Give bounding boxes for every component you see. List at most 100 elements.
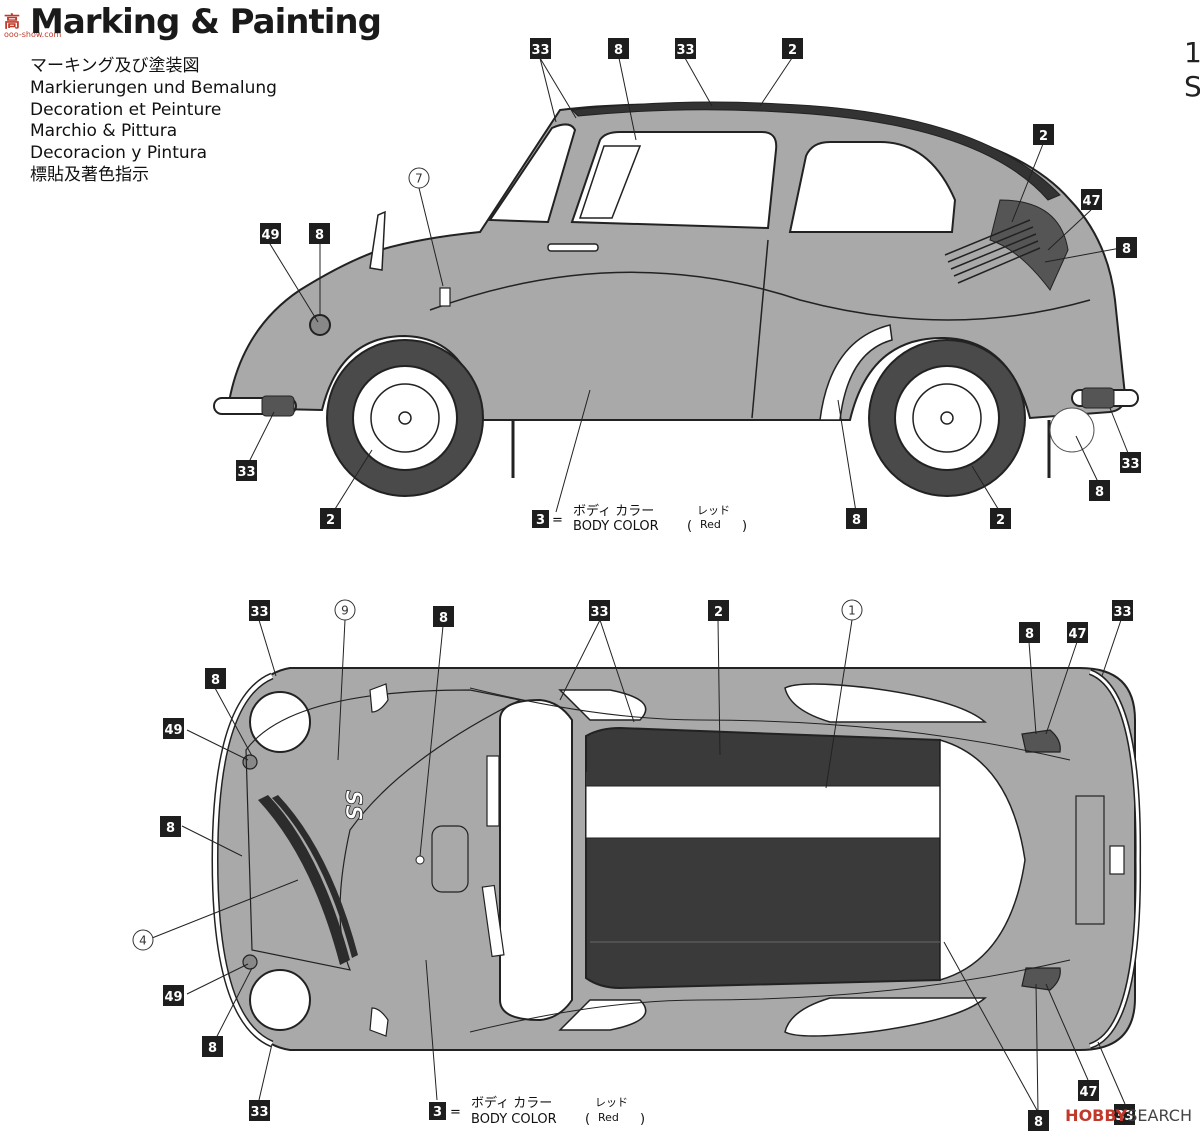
side-front-wheel (326, 339, 484, 497)
svg-text:8: 8 (614, 43, 623, 58)
corner-text-1: 1 (1184, 36, 1200, 69)
callout-top-8-c: 8 (205, 668, 226, 689)
svg-text:8: 8 (1025, 627, 1034, 642)
callout-side-8-a: 8 (608, 38, 629, 59)
top-side-window-front-left (558, 689, 647, 721)
svg-text:2: 2 (1039, 129, 1048, 144)
callout-top-4: 4 (132, 929, 154, 951)
callout-top-8-b: 8 (1019, 622, 1040, 643)
callout-side-47: 47 (1081, 189, 1102, 210)
side-body-color-swatch (532, 510, 549, 528)
top-trim-line-right (469, 959, 1071, 1033)
top-wiper-right (481, 884, 505, 958)
side-door-seam (751, 239, 769, 419)
side-rear-fender-trim (819, 324, 893, 421)
language-jp: マーキング及び塗装図 (30, 56, 200, 76)
site-logo-mark: 高 (4, 12, 23, 31)
language-de: Markierungen und Bemalung (30, 77, 277, 98)
svg-text:2: 2 (996, 513, 1005, 528)
callout-top-33-c: 33 (1112, 600, 1133, 621)
side-front-bumper-guard (261, 395, 295, 417)
top-turn-signal-right (242, 954, 258, 970)
top-hood-outline (245, 689, 522, 971)
language-it: Marchio & Pittura (30, 121, 178, 142)
language-fr: Decoration et Peinture (30, 99, 222, 120)
callout-top-33-b: 33 (589, 600, 610, 621)
svg-text:49: 49 (164, 723, 182, 738)
top-roof-white-stripe (585, 785, 943, 839)
callout-top-47-b: 47 (1078, 1080, 1099, 1101)
top-rear-bumper-chrome (1089, 670, 1140, 1048)
side-paren-close: ) (742, 519, 747, 534)
top-roof (585, 726, 941, 990)
svg-text:8: 8 (315, 228, 324, 243)
callout-side-33-b: 33 (675, 38, 696, 59)
callout-top-33-a: 33 (249, 600, 270, 621)
corner-text: 1 S (1184, 36, 1200, 104)
svg-text:8: 8 (211, 673, 220, 688)
callout-top-8-e: 8 (202, 1036, 223, 1057)
svg-text:49: 49 (261, 228, 279, 243)
svg-text:49: 49 (164, 990, 182, 1005)
svg-text:2: 2 (714, 605, 723, 620)
top-leader-lines (146, 619, 1126, 1113)
side-roof-stripe (570, 101, 1061, 201)
side-door-window (570, 131, 778, 230)
svg-text:8: 8 (1095, 485, 1104, 500)
callout-top-49-a: 49 (163, 718, 184, 739)
side-door-handle (547, 243, 599, 252)
top-mirror-left (369, 683, 389, 713)
top-body-color-jp: ボディ カラー (471, 1095, 552, 1111)
side-rear-wheel (868, 339, 1026, 497)
top-body-color-jp-value: レッド (595, 1096, 628, 1109)
site-logo-url: ooo-show.com (4, 30, 62, 39)
top-paren-open: ( (585, 1112, 590, 1127)
svg-text:4: 4 (139, 934, 147, 948)
callout-top-33-d: 33 (249, 1100, 270, 1121)
corner-text-2: S (1184, 70, 1200, 103)
callout-side-2-a: 2 (782, 38, 803, 59)
top-wiper-left (486, 755, 500, 827)
svg-text:1: 1 (848, 604, 856, 618)
top-rear-light-left (1021, 729, 1061, 753)
top-body-color-swatch (429, 1102, 446, 1120)
svg-text:33: 33 (676, 43, 694, 58)
top-windshield (499, 698, 573, 1022)
svg-text:8: 8 (1034, 1115, 1043, 1130)
side-belt-line (429, 271, 1091, 321)
top-ss-decal: SS (340, 790, 365, 821)
top-fuel-cap (415, 855, 425, 865)
top-paren-close: ) (640, 1112, 645, 1127)
callout-top-47-a: 47 (1067, 622, 1088, 643)
side-body-color-label: 3 = ボディ カラー BODY COLOR ( レッド Red ) (532, 503, 747, 534)
callout-top-8-a: 8 (433, 606, 454, 627)
top-hood-stripe (258, 795, 350, 965)
callout-side-33-a: 33 (530, 38, 551, 59)
callout-side-2-d: 2 (990, 508, 1011, 529)
svg-text:33: 33 (250, 605, 268, 620)
top-side-window-rear-right (784, 997, 987, 1037)
top-rear-window (939, 739, 1026, 981)
svg-text:2: 2 (788, 43, 797, 58)
svg-text:33: 33 (590, 605, 608, 620)
svg-text:33: 33 (237, 465, 255, 480)
callout-top-33-e: 33 (1114, 1104, 1135, 1125)
svg-text:33: 33 (1113, 605, 1131, 620)
watermark-suffix: SEARCH (1127, 1106, 1192, 1125)
language-list: マーキング及び塗装図 Markierungen und Bemalung Dec… (30, 56, 277, 187)
side-body-color-number: 3 (536, 513, 545, 528)
callout-side-8-e: 8 (1089, 480, 1110, 501)
callout-top-49-b: 49 (163, 985, 184, 1006)
svg-text:33: 33 (250, 1105, 268, 1120)
callout-side-2-b: 2 (1033, 124, 1054, 145)
page-title: Marking & Painting (30, 2, 382, 42)
top-side-window-front-right (558, 999, 647, 1031)
svg-text:8: 8 (439, 611, 448, 626)
callout-side-8-b: 8 (1116, 237, 1137, 258)
top-engine-lid (1075, 795, 1105, 925)
svg-text:8: 8 (208, 1041, 217, 1056)
side-rear-hub-cap (1049, 407, 1095, 453)
top-license-plate (1109, 845, 1125, 875)
svg-text:8: 8 (852, 513, 861, 528)
top-body-color-en-value: Red (598, 1111, 619, 1124)
